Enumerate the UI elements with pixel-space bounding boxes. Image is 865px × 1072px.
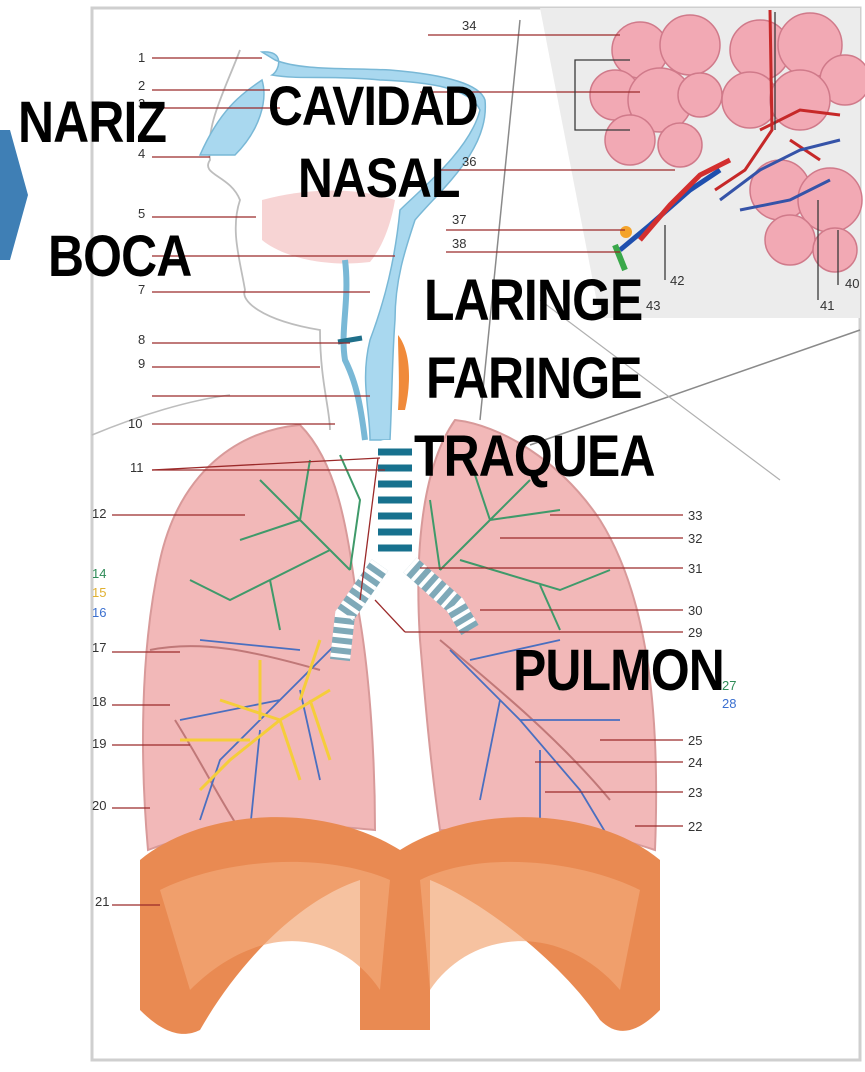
number-label: 18 — [92, 694, 106, 709]
number-label: 25 — [688, 733, 702, 748]
number-label: 1 — [138, 50, 145, 65]
label-pulmon: PULMON — [513, 642, 724, 700]
number-label: 15 — [92, 585, 106, 600]
number-label: 34 — [462, 18, 476, 33]
label-faringe: FARINGE — [426, 350, 642, 408]
label-traquea: TRAQUEA — [414, 428, 655, 486]
number-label: 17 — [92, 640, 106, 655]
number-label: 19 — [92, 736, 106, 751]
number-label: 37 — [452, 212, 466, 227]
number-label: 32 — [688, 531, 702, 546]
number-label: 40 — [845, 276, 859, 291]
label-laringe: LARINGE — [424, 272, 642, 330]
number-label: 5 — [138, 206, 145, 221]
number-label: 42 — [670, 273, 684, 288]
number-label: 38 — [452, 236, 466, 251]
number-label: 8 — [138, 332, 145, 347]
number-label: 22 — [688, 819, 702, 834]
label-nariz: NARIZ — [18, 94, 166, 152]
number-label: 16 — [92, 605, 106, 620]
number-label: 12 — [92, 506, 106, 521]
number-label: 43 — [646, 298, 660, 313]
number-label: 33 — [688, 508, 702, 523]
number-label: 11 — [130, 460, 144, 475]
number-label: 23 — [688, 785, 702, 800]
label-nasal: NASAL — [298, 150, 460, 206]
number-label: 20 — [92, 798, 106, 813]
number-label: 24 — [688, 755, 702, 770]
number-label: 30 — [688, 603, 702, 618]
label-cavidad: CAVIDAD — [268, 78, 478, 134]
number-label: 14 — [92, 566, 106, 581]
number-label: 41 — [820, 298, 834, 313]
number-label: 28 — [722, 696, 736, 711]
number-label: 10 — [128, 416, 142, 431]
number-label: 36 — [462, 154, 476, 169]
label-boca: BOCA — [48, 228, 191, 286]
number-label: 9 — [138, 356, 145, 371]
number-label: 27 — [722, 678, 736, 693]
inset-marker-orange — [620, 226, 632, 238]
number-label: 21 — [95, 894, 109, 909]
number-label: 31 — [688, 561, 702, 576]
